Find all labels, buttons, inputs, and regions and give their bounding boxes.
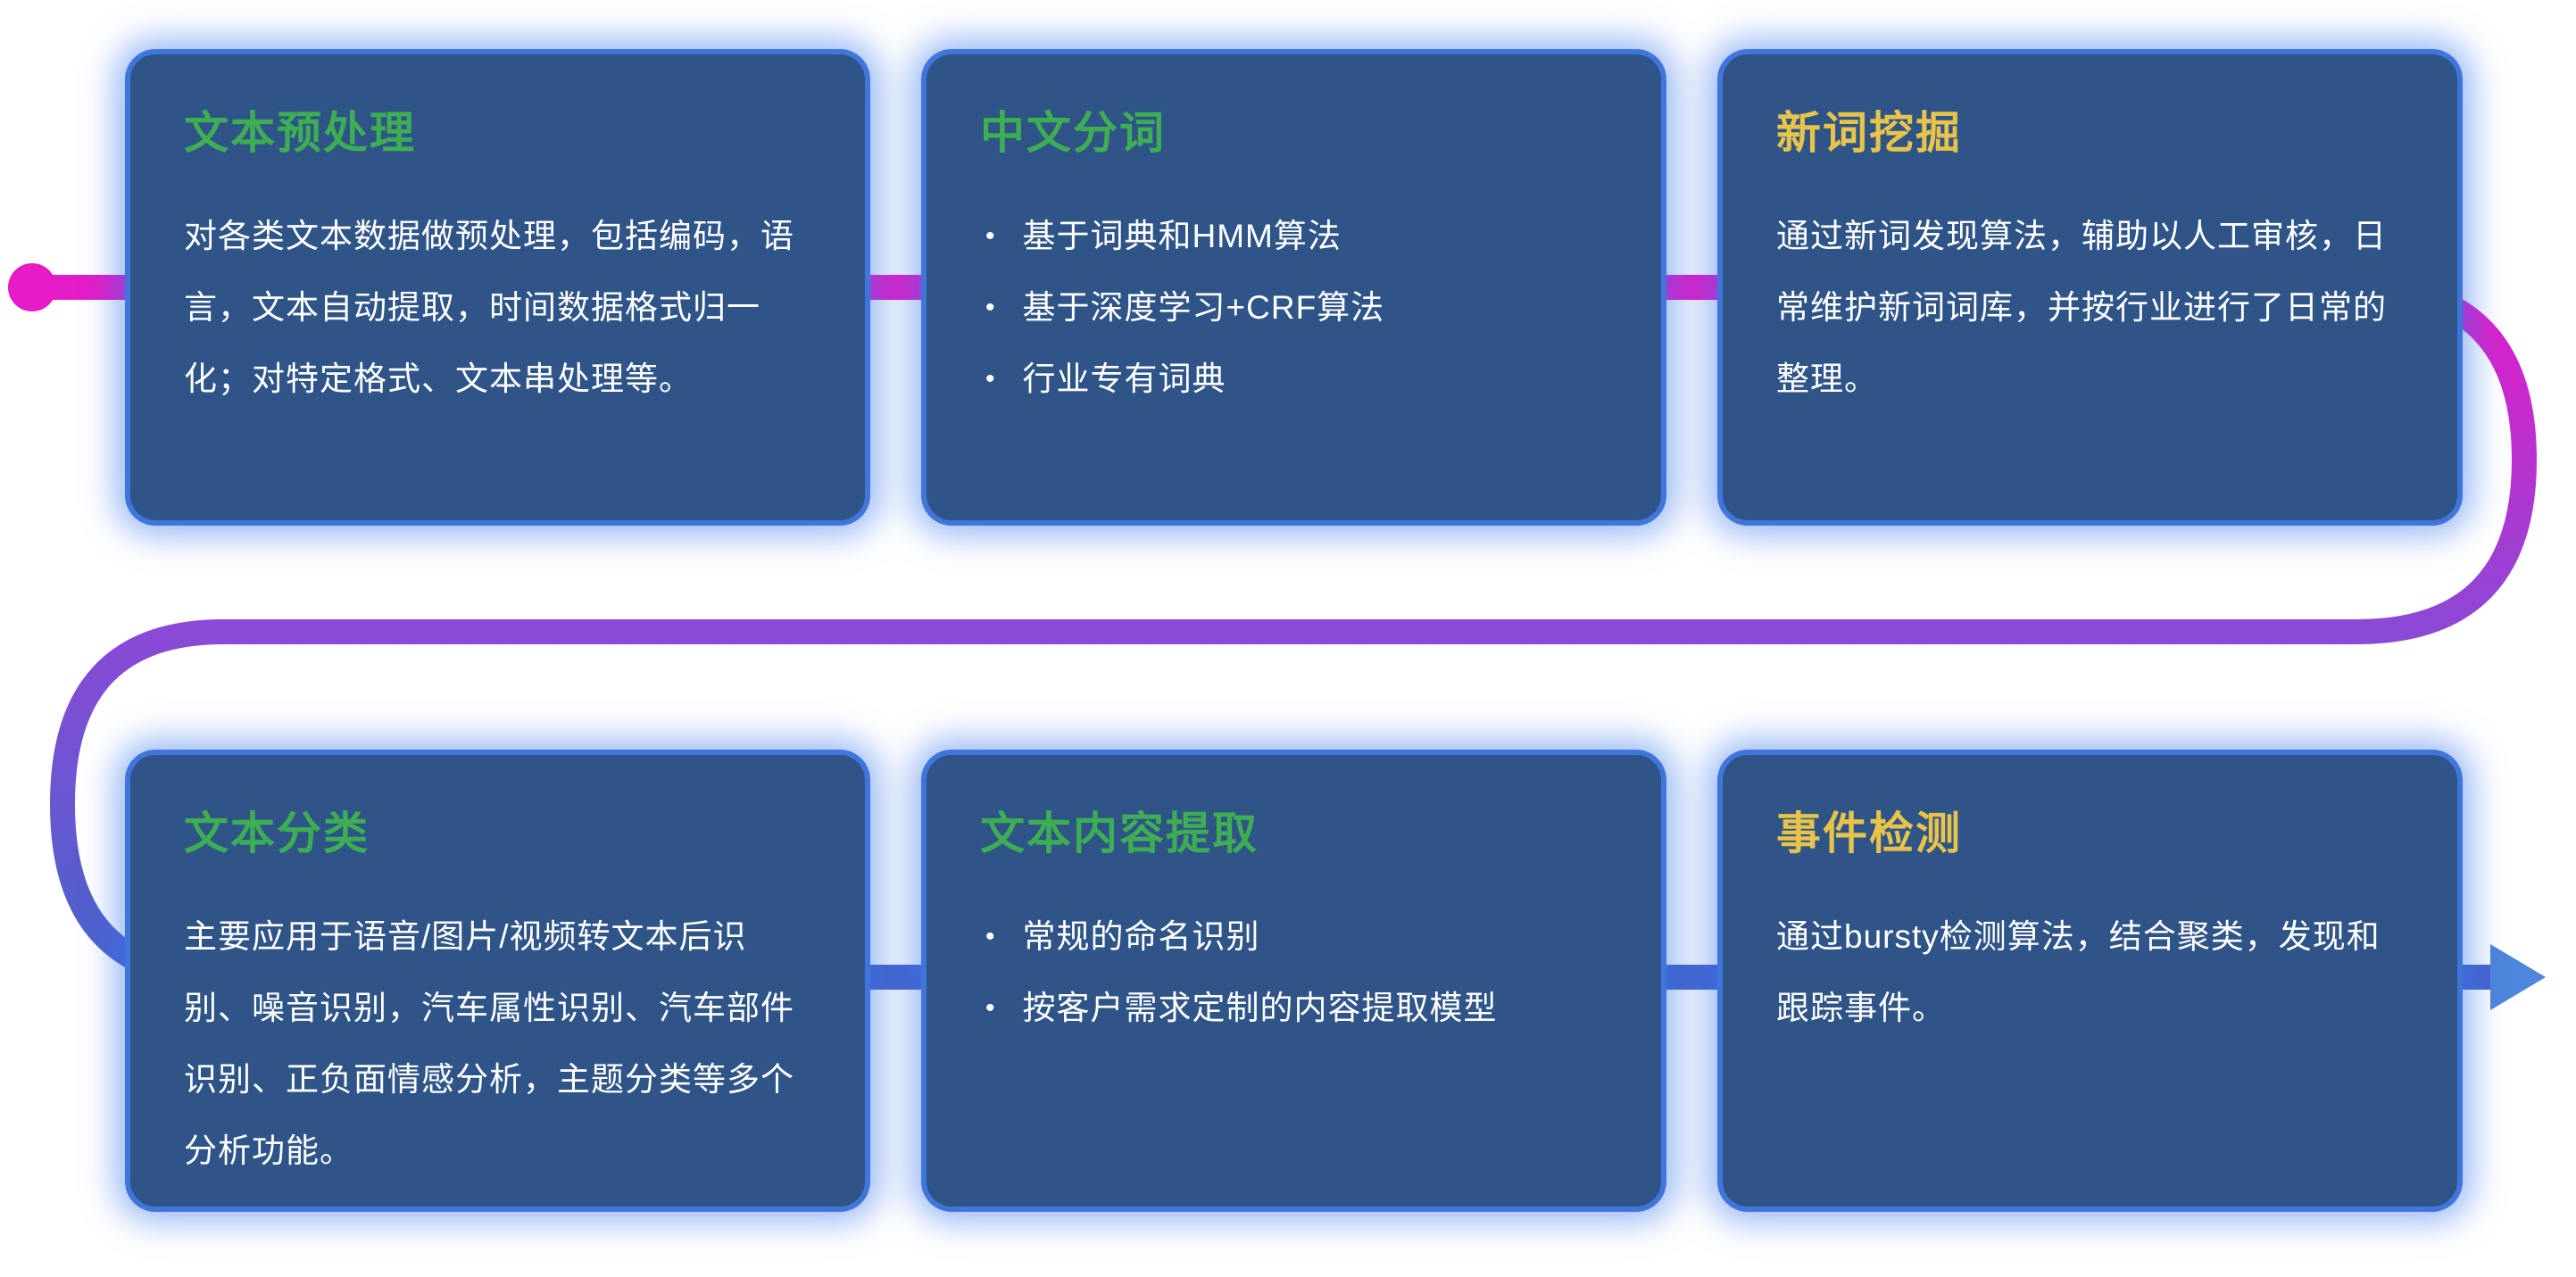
card-new-word-mining: 新词挖掘 通过新词发现算法，辅助以人工审核，日常维护新词词库，并按行业进行了日常… xyxy=(1717,49,2463,526)
bullet-text: 按客户需求定制的内容提取模型 xyxy=(1022,989,1498,1026)
bullet-text: 行业专有词典 xyxy=(1022,360,1226,397)
card-title: 新词挖掘 xyxy=(1776,108,1962,158)
bullet-item: • 基于深度学习+CRF算法 xyxy=(980,272,1608,344)
bullet-dot-icon: • xyxy=(985,922,996,951)
card-title: 事件检测 xyxy=(1776,808,1962,858)
flow-start-dot-icon xyxy=(8,263,56,311)
bullet-dot-icon: • xyxy=(985,992,996,1023)
card-text-classification: 文本分类 主要应用于语音/图片/视频转文本后识别、噪音识别，汽车属性识别、汽车部… xyxy=(125,750,870,1212)
card-title: 文本分类 xyxy=(184,808,370,858)
bullet-dot-icon: • xyxy=(985,292,996,322)
card-text-content-extraction: 文本内容提取 • 常规的命名识别 • 按客户需求定制的内容提取模型 xyxy=(921,750,1666,1212)
bullet-text: 基于深度学习+CRF算法 xyxy=(1022,288,1385,326)
card-chinese-word-segmentation: 中文分词 • 基于词典和HMM算法 • 基于深度学习+CRF算法 • 行业专有词… xyxy=(921,49,1666,526)
bullet-item: • 按客户需求定制的内容提取模型 xyxy=(980,973,1608,1044)
card-body: 主要应用于语音/图片/视频转文本后识别、噪音识别，汽车属性识别、汽车部件识别、正… xyxy=(184,918,794,1169)
bullet-text: 常规的命名识别 xyxy=(1022,918,1260,955)
card-bullet-list: • 基于词典和HMM算法 • 基于深度学习+CRF算法 • 行业专有词典 xyxy=(980,201,1608,415)
bullet-item: • 常规的命名识别 xyxy=(980,901,1608,973)
card-event-detection: 事件检测 通过bursty检测算法，结合聚类，发现和跟踪事件。 xyxy=(1717,750,2463,1212)
bullet-dot-icon: • xyxy=(985,221,996,251)
bullet-text: 基于词典和HMM算法 xyxy=(1022,218,1342,254)
card-title: 中文分词 xyxy=(980,108,1166,158)
card-body: 通过新词发现算法，辅助以人工审核，日常维护新词词库，并按行业进行了日常的整理。 xyxy=(1776,218,2387,397)
card-title: 文本预处理 xyxy=(184,108,416,158)
flow-connector-line xyxy=(32,275,2538,990)
bullet-dot-icon: • xyxy=(985,363,996,394)
bullet-item: • 行业专有词典 xyxy=(980,344,1608,415)
card-bullet-list: • 常规的命名识别 • 按客户需求定制的内容提取模型 xyxy=(980,901,1608,1044)
card-body: 对各类文本数据做预处理，包括编码，语言，文本自动提取，时间数据格式归一化；对特定… xyxy=(184,218,794,397)
card-body: 通过bursty检测算法，结合聚类，发现和跟踪事件。 xyxy=(1776,918,2381,1026)
card-text-preprocessing: 文本预处理 对各类文本数据做预处理，包括编码，语言，文本自动提取，时间数据格式归… xyxy=(125,49,870,526)
card-title: 文本内容提取 xyxy=(980,808,1259,858)
bullet-item: • 基于词典和HMM算法 xyxy=(980,201,1608,272)
flow-end-arrow-icon xyxy=(2490,944,2546,1010)
